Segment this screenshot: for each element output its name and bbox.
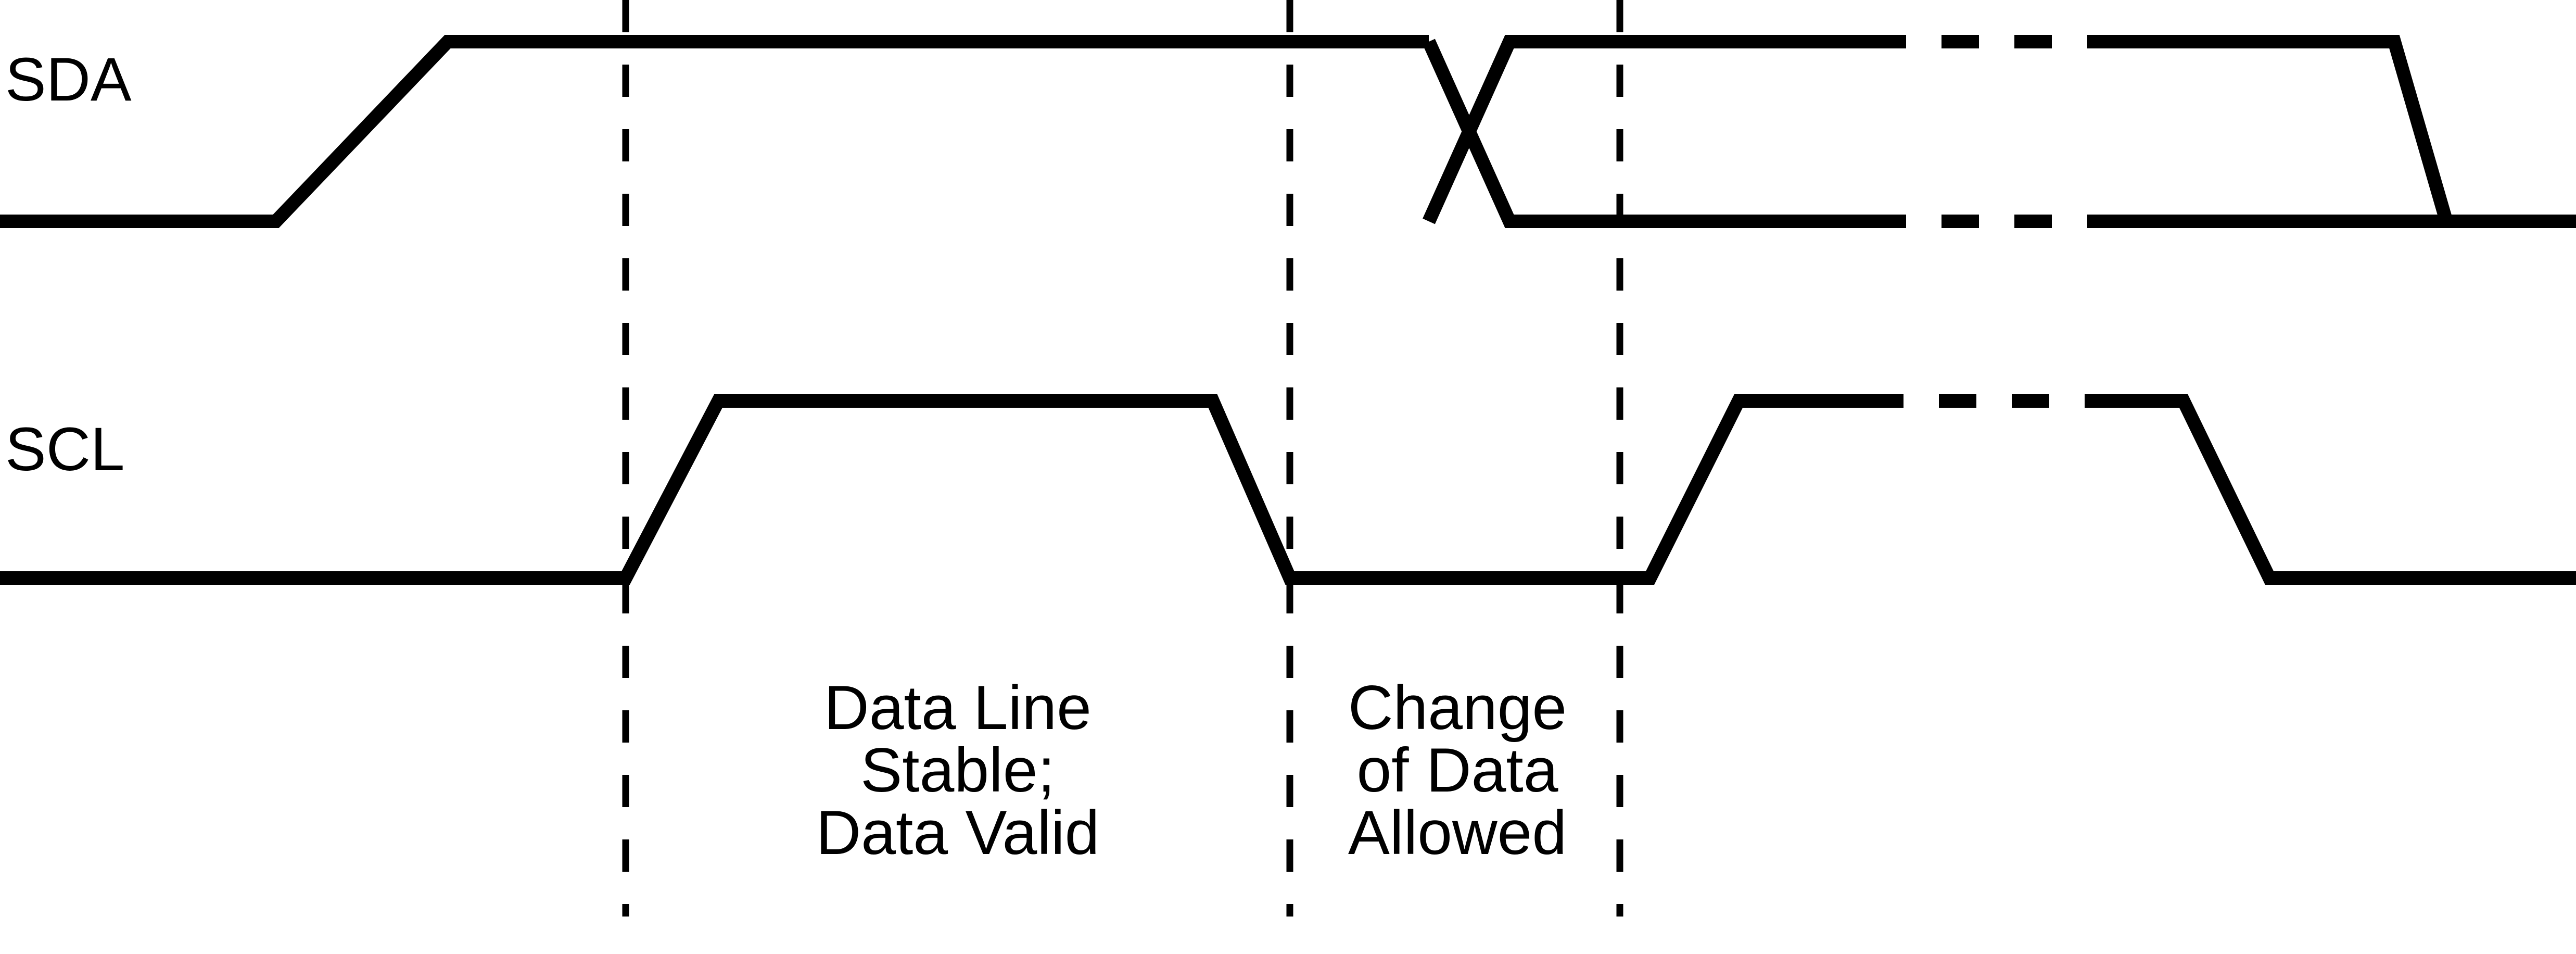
annotation-data-change-line-1: Change: [1348, 673, 1567, 743]
sda-segment-crossover-rising: [1423, 35, 1869, 224]
scl-segment-pulse2-end: [2087, 394, 2576, 585]
signal-label-sda: SDA: [5, 45, 132, 114]
sda-segment-end-high-fall: [2087, 35, 2576, 228]
annotation-data-stable-line-3: Data Valid: [816, 798, 1100, 868]
scl-waveform-group: [0, 394, 2576, 585]
sda-segment-crossover-falling: [1423, 39, 1869, 228]
sda-waveform-group: [0, 35, 2576, 228]
annotation-data-stable: Data Line Stable; Data Valid: [816, 673, 1100, 868]
reference-markers-group: [622, 0, 1623, 917]
annotation-data-change-line-3: Allowed: [1348, 798, 1567, 868]
annotation-data-change: Change of Data Allowed: [1348, 673, 1567, 868]
signal-label-scl: SCL: [5, 415, 125, 484]
annotation-data-stable-line-2: Stable;: [860, 735, 1055, 805]
sda-segment-start-low-rise-high: [0, 35, 1429, 228]
annotation-data-stable-line-1: Data Line: [824, 673, 1092, 743]
scl-segment-pulse1: [0, 394, 1866, 585]
annotation-data-change-line-2: of Data: [1357, 735, 1558, 805]
